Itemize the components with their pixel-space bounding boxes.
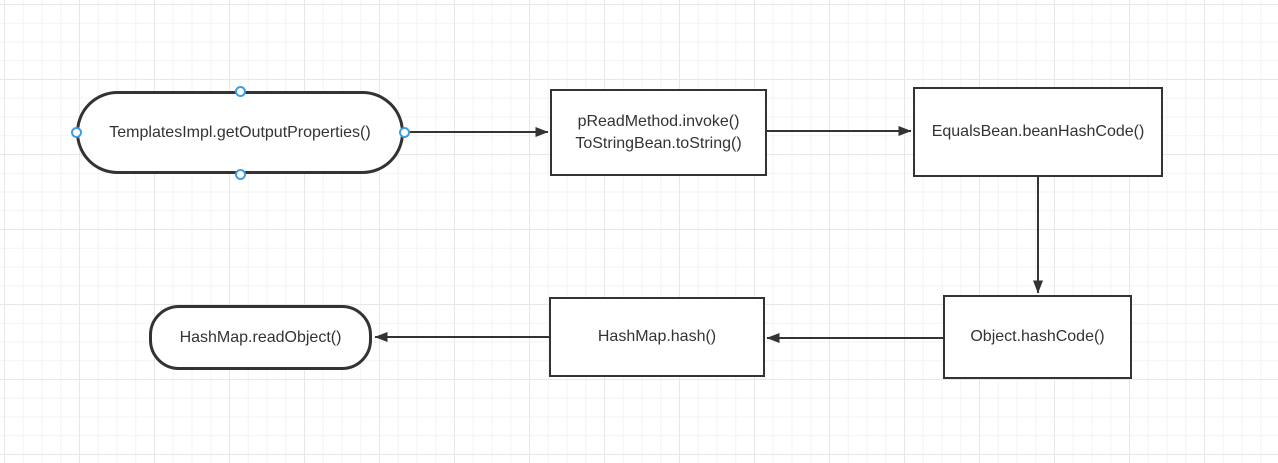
node-label: HashMap.hash() (597, 328, 717, 345)
node-label: pReadMethod.invoke() ToStringBean.toStri… (575, 112, 742, 152)
node-label: Object.hashCode() (970, 328, 1105, 345)
node-templatesimpl-getoutputproperties[interactable]: TemplatesImpl.getOutputProperties() (76, 91, 404, 174)
node-object-hashcode[interactable]: Object.hashCode() (943, 295, 1132, 379)
node-hashmap-readobject[interactable]: HashMap.readObject() (149, 305, 372, 370)
connection-point-left-icon[interactable] (70, 126, 82, 138)
connection-point-right-icon[interactable] (398, 126, 410, 138)
node-hashmap-hash[interactable]: HashMap.hash() (549, 297, 765, 377)
node-preadmethod-invoke[interactable]: pReadMethod.invoke() ToStringBean.toStri… (550, 89, 767, 176)
node-equalsbean-beanhashcode[interactable]: EqualsBean.beanHashCode() (913, 87, 1163, 177)
node-label: EqualsBean.beanHashCode() (931, 123, 1145, 140)
node-label: HashMap.readObject() (179, 328, 342, 346)
connection-point-top-icon[interactable] (234, 85, 246, 97)
connection-point-bottom-icon[interactable] (234, 168, 246, 180)
node-label: TemplatesImpl.getOutputProperties() (109, 123, 371, 141)
